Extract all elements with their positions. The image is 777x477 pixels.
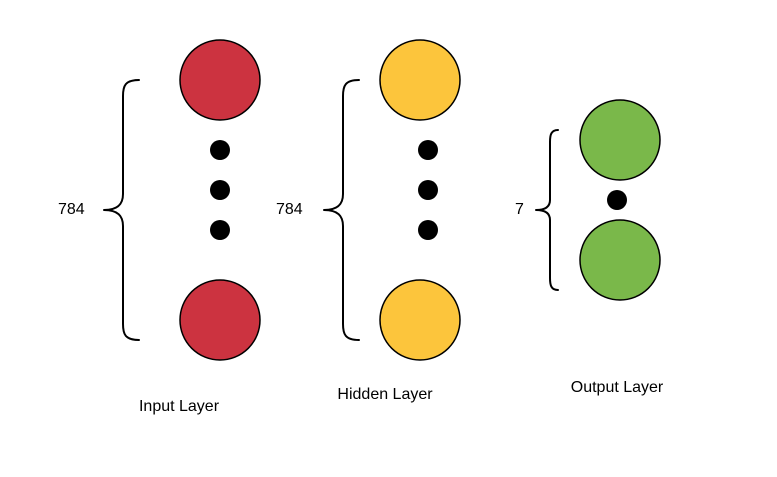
input-ellipsis-dot-3 [210,220,230,240]
input-neuron-last [179,279,261,361]
hidden-neuron-last [379,279,461,361]
input-ellipsis-dot-1 [210,140,230,160]
output-layer-label: Output Layer [571,379,664,396]
output-neuron-first [579,99,661,181]
output-layer-count: 7 [515,201,524,218]
hidden-neuron-first [379,39,461,121]
hidden-layer-label: Hidden Layer [337,386,433,403]
hidden-ellipsis-dot-1 [418,140,438,160]
output-layer-brace [535,129,559,291]
hidden-layer: 784 Hidden Layer [276,39,461,403]
output-neuron-last [579,219,661,301]
input-neuron-first [179,39,261,121]
hidden-layer-brace [323,79,360,341]
input-layer-label: Input Layer [139,398,220,415]
hidden-layer-count: 784 [276,201,303,218]
output-ellipsis-dot [607,190,627,210]
input-layer-brace [103,79,140,341]
input-layer: 784 Input Layer [58,39,261,415]
input-ellipsis-dot-2 [210,180,230,200]
input-layer-count: 784 [58,201,85,218]
hidden-ellipsis-dot-3 [418,220,438,240]
hidden-ellipsis-dot-2 [418,180,438,200]
output-layer: 7 Output Layer [515,99,664,396]
